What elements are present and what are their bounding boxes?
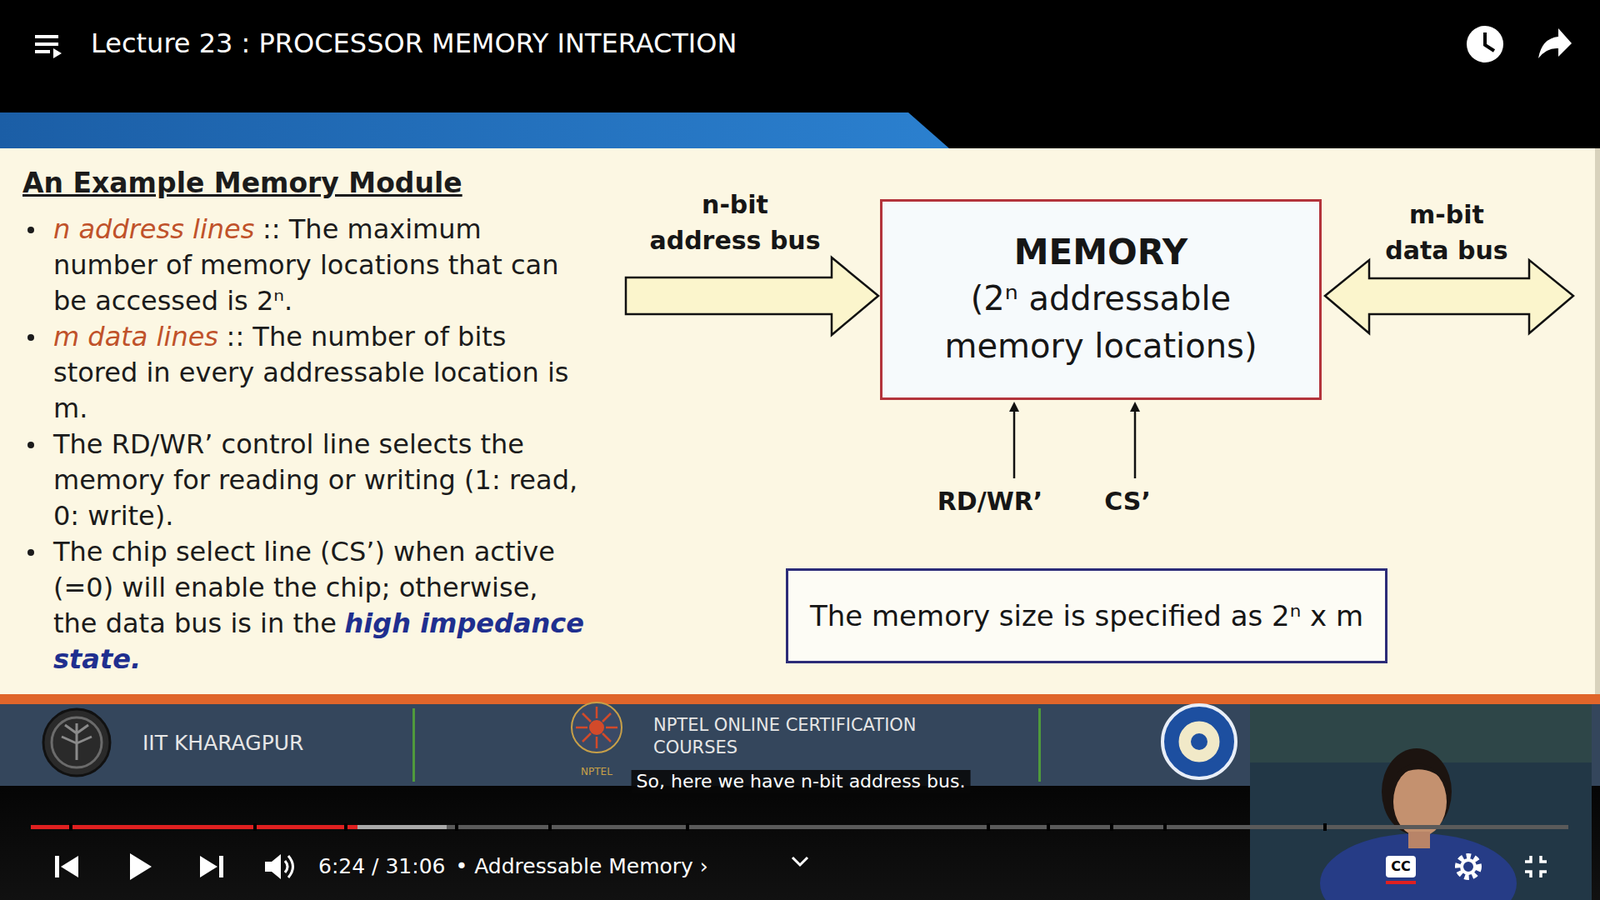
- presenter-fringe: [1391, 763, 1449, 784]
- bus-label: n-bit address bus: [645, 186, 825, 259]
- address-bus-arrow: [625, 257, 879, 335]
- control-line: [1013, 408, 1016, 479]
- chapter-title: • Addressable Memory ›: [455, 853, 709, 880]
- footer-text: NPTEL ONLINE CERTIFICATION COURSES: [653, 714, 937, 760]
- bus-label: m-bit data bus: [1375, 196, 1519, 269]
- nptel-logo: [571, 702, 622, 753]
- control-arrowhead: [1130, 401, 1140, 412]
- bullet-dot: [27, 549, 35, 556]
- institute-logo-center: [1190, 733, 1208, 750]
- bullet-item: The chip select line (CS’) when active (…: [53, 534, 587, 678]
- chevron-icon: [792, 857, 808, 865]
- nptel-logo-rays: [575, 706, 618, 749]
- play-icon: [130, 853, 152, 880]
- previous-icon: [55, 855, 79, 878]
- volume-waves: [285, 855, 294, 878]
- iit-logo-tree: [61, 723, 92, 760]
- bullet-text: The RD/WR’ control line selects the memo…: [53, 428, 578, 532]
- bullet-item: n address lines:: The maximum number of …: [53, 211, 587, 320]
- footer-separator: [1038, 708, 1041, 782]
- top-bar: [0, 0, 1600, 149]
- bullet-dot: [27, 441, 35, 449]
- slide-ground: [0, 148, 1600, 695]
- subtitle: So, here we have n-bit address bus.: [631, 770, 971, 794]
- presenter-neck: [1408, 831, 1430, 849]
- control-line: [1134, 408, 1137, 479]
- time-row: 6:24 / 31:06 • Addressable Memory ›: [318, 853, 709, 880]
- note-text: The memory size is specified as 2ⁿ x m: [810, 599, 1364, 633]
- logo-caption: NPTEL: [580, 765, 613, 778]
- note-box: The memory size is specified as 2ⁿ x m: [785, 568, 1388, 664]
- bullet-list: n address lines:: The maximum number of …: [53, 211, 587, 678]
- footer-text: IIT KHARAGPUR: [142, 730, 304, 755]
- chapter-gaps: [69, 823, 1327, 831]
- clock-hands: [1485, 32, 1495, 51]
- video-title: Lecture 23 : PROCESSOR MEMORY INTERACTIO…: [90, 27, 737, 60]
- share-icon: [1538, 28, 1572, 59]
- institute-logo: [1162, 705, 1236, 779]
- footer-separator: [412, 708, 415, 782]
- box-heading: MEMORY: [1014, 230, 1188, 275]
- settings-icon: [1458, 856, 1479, 877]
- captions-on-bar: [1385, 880, 1416, 885]
- volume-icon: [265, 854, 281, 880]
- watch-later-icon: [1466, 25, 1504, 63]
- signal-name: RD/WR’: [937, 486, 1044, 516]
- progress-buffer: [30, 825, 447, 830]
- bullet-dot: [27, 226, 35, 234]
- memory-box: MEMORY(2ⁿ addressable memory locations): [880, 199, 1322, 400]
- iit-logo: [43, 709, 110, 776]
- slide-heading: An Example Memory Module: [22, 166, 463, 200]
- captions-icon: CC: [1385, 855, 1416, 878]
- progress-played: [30, 825, 358, 830]
- bullet-dot: [27, 334, 35, 341]
- signal-name: CS’: [1104, 486, 1151, 516]
- nptel-logo-core: [589, 720, 605, 735]
- box-body: (2ⁿ addressable memory locations): [897, 275, 1305, 370]
- slide-band: [0, 112, 950, 149]
- control-arrowhead: [1009, 401, 1020, 412]
- playlist-icon: [35, 35, 62, 59]
- settings-ring: [1461, 860, 1475, 874]
- iit-logo-ring: [51, 717, 102, 768]
- bullet-item: m data lines:: The number of bits stored…: [53, 319, 587, 427]
- institute-logo-core: [1177, 720, 1221, 764]
- progress-track: [30, 825, 1569, 830]
- bullet-term: m data lines: [53, 320, 219, 353]
- bullet-term: n address lines: [53, 213, 255, 245]
- slide-edge: [1595, 148, 1600, 695]
- data-bus-arrow: [1325, 260, 1574, 334]
- time-display: 6:24 / 31:06: [318, 853, 446, 880]
- next-icon: [200, 855, 224, 878]
- bullet-item: The RD/WR’ control line selects the memo…: [53, 426, 587, 535]
- slide-rule: [0, 694, 1600, 705]
- exit-fullscreen-icon: [1525, 855, 1547, 878]
